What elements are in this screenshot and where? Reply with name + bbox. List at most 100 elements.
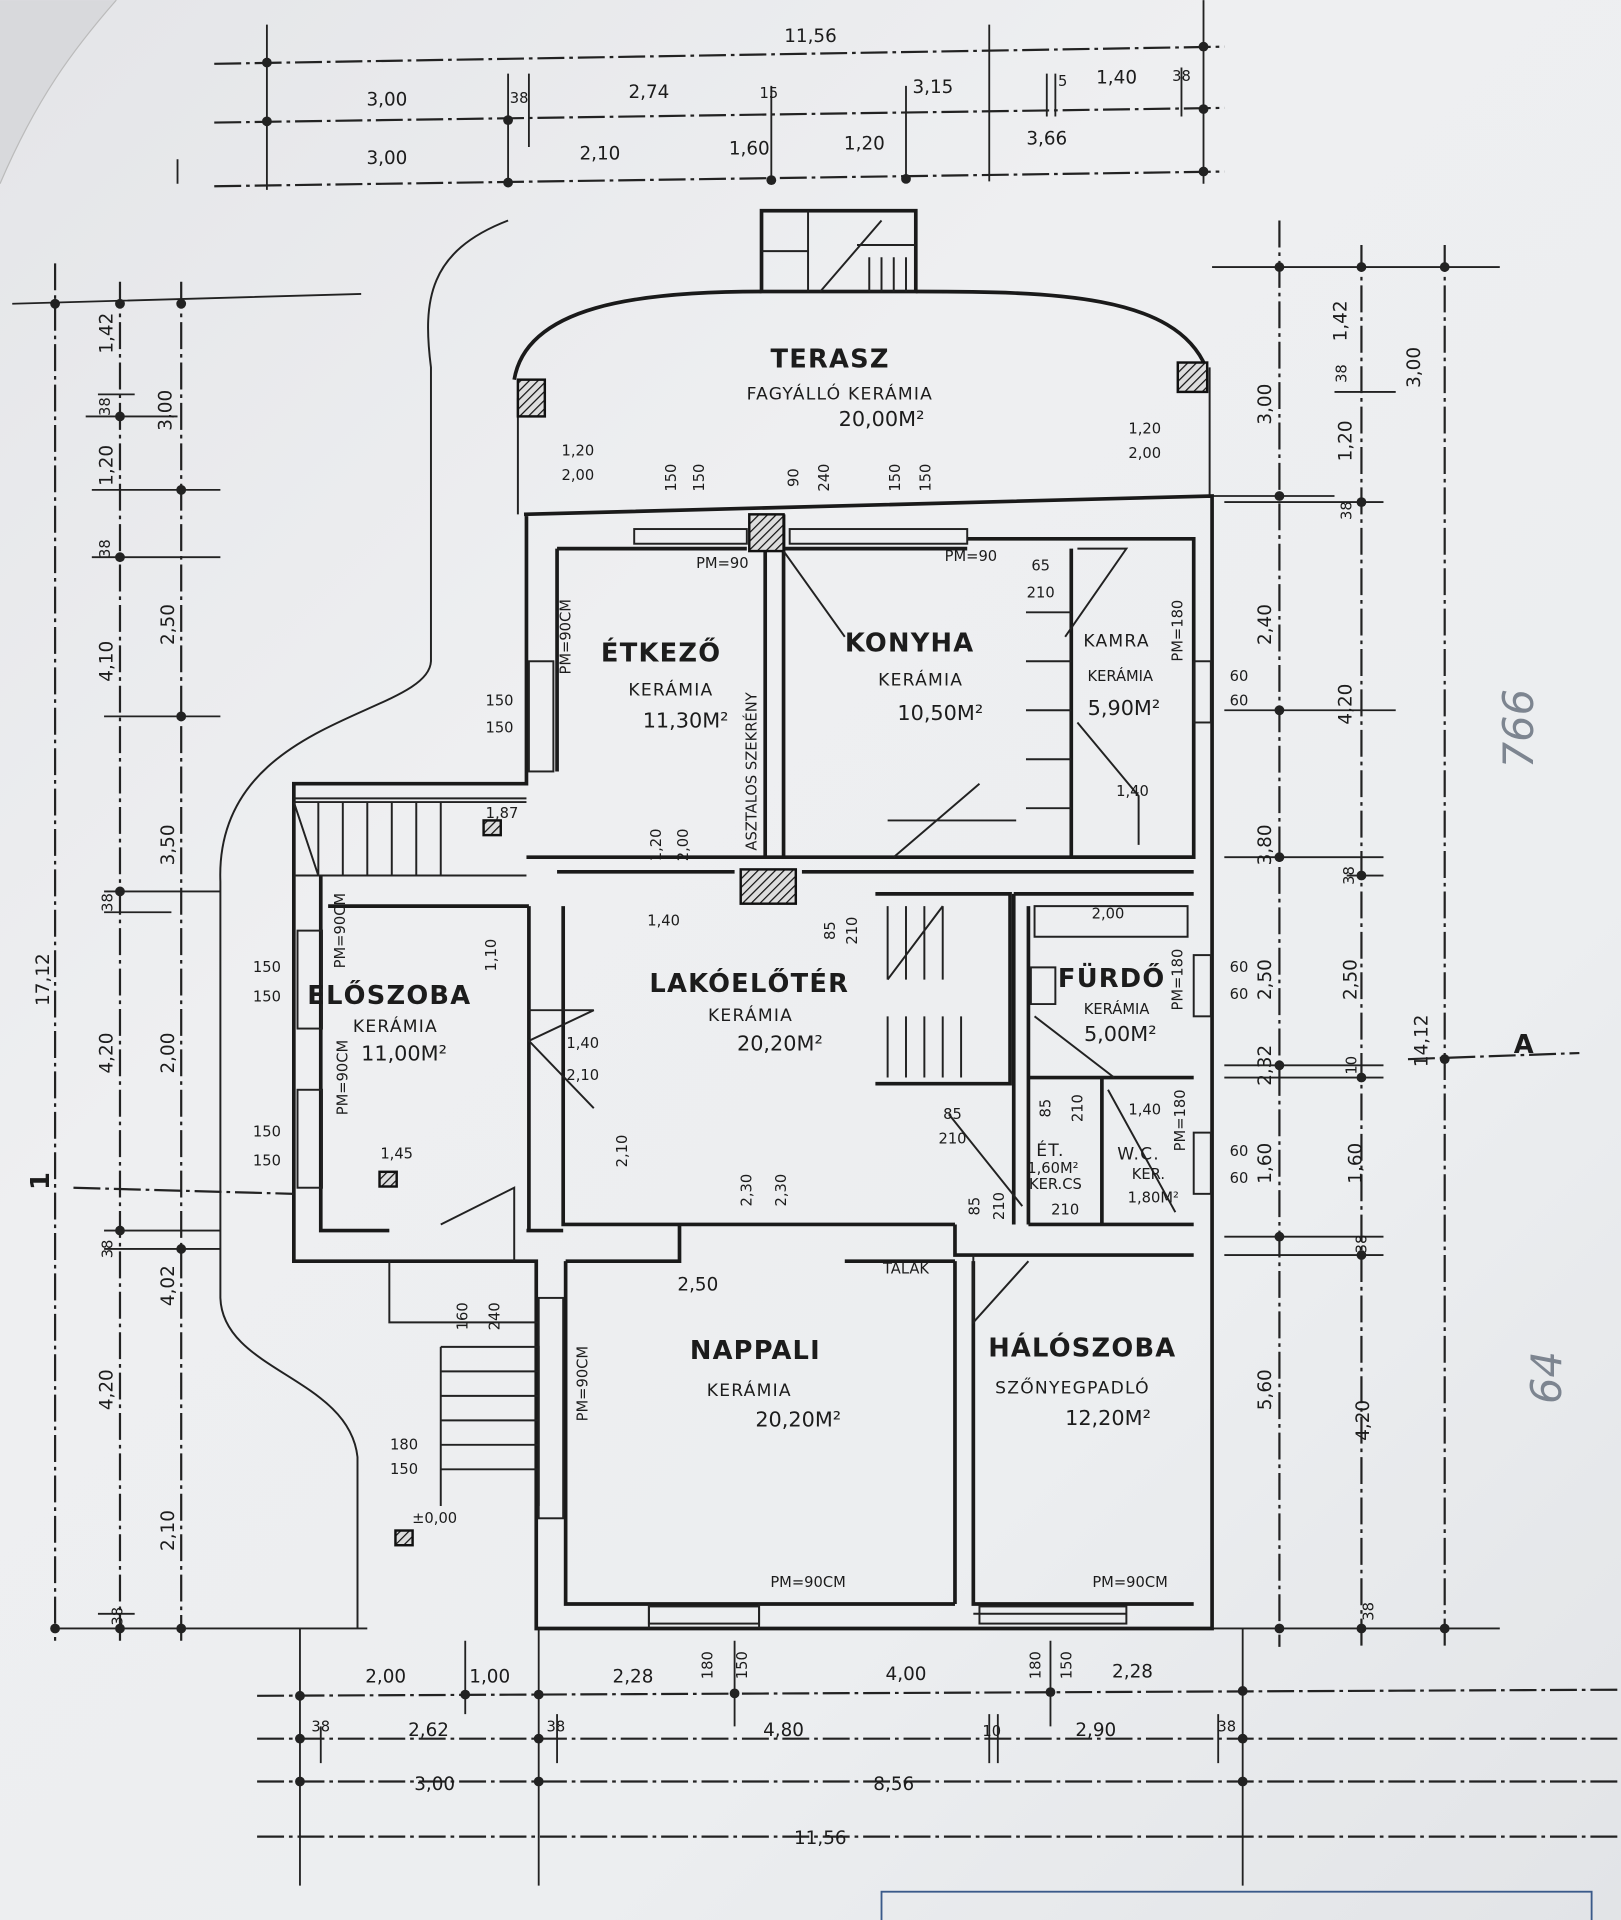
dimension-label: 10	[982, 1723, 1001, 1740]
opening-annotation: 2,30	[739, 1174, 756, 1207]
opening-annotation: 1,20	[1128, 421, 1161, 438]
dimension-label: 15	[760, 85, 779, 102]
room-label-wc-name: W.C.	[1117, 1145, 1160, 1165]
opening-annotation: 180	[390, 1437, 418, 1454]
room-label-et-area: 1,60M²	[1027, 1160, 1078, 1177]
dimension-label: 2,00	[365, 1666, 406, 1687]
dimension-label: 1,20	[844, 134, 885, 155]
opening-annotation: 2,50	[677, 1275, 718, 1296]
opening-annotation: 2,30	[773, 1174, 790, 1207]
dimension-label: 2,90	[1075, 1720, 1116, 1741]
room-label-kamra-name: KAMRA	[1083, 632, 1149, 652]
opening-annotation: 60	[1230, 692, 1249, 709]
dimension-label: 4,20	[1336, 684, 1357, 725]
dimension-label: 4,00	[886, 1664, 927, 1685]
dimension-label: 2,40	[1255, 604, 1276, 645]
room-label-haloszoba-area: 12,20M²	[1065, 1406, 1151, 1430]
dimension-label: 150	[1058, 1651, 1075, 1679]
opening-annotation: PM=180	[1170, 600, 1187, 662]
opening-annotation: PM=90CM	[558, 599, 575, 674]
dimension-label: 4,02	[158, 1265, 179, 1306]
opening-annotation: 85	[966, 1197, 983, 1216]
dimension-label: 3,00	[366, 89, 407, 110]
pencil-note: 64	[1522, 1351, 1571, 1404]
room-label-eloszoba-floor: KERÁMIA	[353, 1015, 438, 1037]
dimension-label: 2,32	[1255, 1045, 1276, 1086]
dimension-label: 4,20	[1353, 1400, 1374, 1441]
opening-annotation: 1,20	[562, 443, 595, 460]
dimension-label: 2,74	[628, 82, 669, 103]
opening-annotation: 150	[253, 1153, 281, 1170]
section-marker-a: A	[1514, 1030, 1535, 1060]
room-label-furdo-area: 5,00M²	[1084, 1022, 1157, 1046]
room-label-et-floor: KER.CS	[1029, 1176, 1082, 1193]
dimension-label: 4,20	[97, 1369, 118, 1410]
opening-annotation: 85	[822, 921, 839, 940]
room-label-wc-area: 1,80M²	[1128, 1189, 1179, 1206]
opening-annotation: 150	[390, 1461, 418, 1478]
dimension-label: 38	[97, 397, 114, 416]
opening-annotation: PM=90CM	[335, 1040, 352, 1115]
opening-annotation: 2,10	[566, 1067, 599, 1084]
room-label-konyha-area: 10,50M²	[897, 701, 983, 725]
dimension-label: 3,00	[414, 1774, 455, 1795]
dimension-label: 3,00	[1404, 347, 1425, 388]
room-label-konyha-name: KONYHA	[845, 628, 974, 658]
dimension-label: 180	[700, 1651, 717, 1679]
opening-annotation: PM=180	[1172, 1089, 1189, 1151]
opening-annotation: 60	[1230, 1143, 1249, 1160]
room-label-wc-floor: KER.	[1132, 1166, 1165, 1183]
dimension-label: 38	[546, 1718, 565, 1735]
room-label-lakoeloter-area: 20,20M²	[737, 1032, 823, 1056]
room-label-haloszoba-floor: SZŐNYEGPADLÓ	[995, 1376, 1150, 1398]
opening-annotation: 160	[455, 1302, 472, 1330]
dimension-label: 150	[734, 1651, 751, 1679]
dimension-label: 3,50	[158, 824, 179, 865]
paper-edge	[0, 0, 117, 185]
room-label-konyha-floor: KERÁMIA	[878, 669, 963, 691]
opening-annotation: 60	[1230, 668, 1249, 685]
dimension-label: 11,56	[794, 1828, 847, 1849]
dimension-label: 3,00	[1255, 384, 1276, 425]
opening-annotation: 1,40	[566, 1035, 599, 1052]
opening-annotation: 150	[663, 464, 680, 492]
opening-annotation: 1,10	[483, 939, 500, 972]
dimension-label: 1,42	[97, 313, 118, 354]
opening-annotation: ASZTALOS SZEKRÉNY	[743, 692, 761, 850]
room-label-furdo-floor: KERÁMIA	[1084, 1000, 1150, 1018]
opening-annotation: 210	[938, 1131, 966, 1148]
dimension-label: 3,80	[1255, 824, 1276, 865]
dimension-label: 180	[1028, 1651, 1045, 1679]
dimension-label: 3,00	[366, 148, 407, 169]
dimension-label: 1,42	[1331, 300, 1352, 341]
opening-annotation: 85	[1037, 1099, 1054, 1118]
opening-annotation: 2,00	[562, 467, 595, 484]
interior-fixtures	[292, 513, 1212, 1629]
opening-annotation: 1,40	[647, 913, 680, 930]
opening-annotation: 210	[1051, 1202, 1079, 1219]
dimension-label: 1,40	[1096, 67, 1137, 88]
dimension-label: 1,20	[1336, 420, 1357, 461]
opening-annotation: PM=90	[696, 555, 749, 572]
dimension-label: 2,28	[613, 1666, 654, 1687]
left-dimension-lines	[12, 263, 368, 1641]
opening-annotation: PM=90CM	[332, 893, 349, 968]
dimension-label: 1,20	[97, 445, 118, 486]
opening-annotation: 150	[485, 719, 513, 736]
section-markers	[73, 1186, 294, 1195]
walls	[292, 494, 1214, 1631]
opening-annotation: 210	[991, 1192, 1008, 1220]
dimension-label: 5	[1058, 73, 1067, 90]
dimension-label: 1,60	[1345, 1143, 1366, 1184]
dimension-label: 38	[1172, 68, 1191, 85]
dimension-label: 14,12	[1412, 1015, 1433, 1068]
dimension-label: 4,10	[97, 641, 118, 682]
dimension-label: 2,28	[1112, 1661, 1153, 1682]
opening-annotation: 1,40	[1116, 783, 1149, 800]
opening-annotation: 1,87	[486, 805, 519, 822]
opening-annotation: 1,20	[648, 829, 665, 862]
opening-annotation: 2,00	[1128, 445, 1161, 462]
